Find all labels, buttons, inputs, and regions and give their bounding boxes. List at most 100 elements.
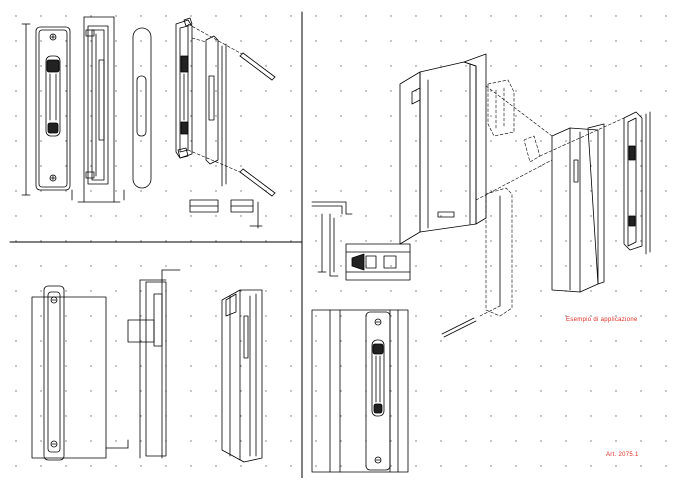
grid-dot xyxy=(665,65,667,67)
grid-dot xyxy=(665,465,667,467)
grid-dot xyxy=(615,240,617,242)
grid-dot xyxy=(65,65,67,67)
grid-dot xyxy=(40,265,42,267)
assembly-alignment-lines xyxy=(187,23,243,173)
grid-dot xyxy=(40,290,42,292)
grid-dot xyxy=(390,40,392,42)
grid-dot xyxy=(215,315,217,317)
grid-dot xyxy=(340,40,342,42)
grid-dot xyxy=(15,340,17,342)
grid-dot xyxy=(515,290,517,292)
grid-dot xyxy=(240,290,242,292)
section-detail-pair xyxy=(189,199,263,229)
grid-dot xyxy=(65,240,67,242)
grid-dot xyxy=(240,340,242,342)
grid-dot xyxy=(615,90,617,92)
grid-dot xyxy=(440,190,442,192)
grid-dot xyxy=(190,440,192,442)
grid-dot xyxy=(340,165,342,167)
grid-dot xyxy=(115,115,117,117)
grid-dot xyxy=(315,215,317,217)
grid-dot xyxy=(515,40,517,42)
grid-dot xyxy=(165,90,167,92)
grid-dot xyxy=(465,40,467,42)
grid-dot xyxy=(90,90,92,92)
grid-dot xyxy=(290,215,292,217)
grid-dot xyxy=(490,390,492,392)
grid-dot xyxy=(440,290,442,292)
grid-dot xyxy=(440,115,442,117)
grid-dot xyxy=(515,440,517,442)
grid-dot xyxy=(215,340,217,342)
grid-dot xyxy=(615,315,617,317)
grid-dot xyxy=(90,190,92,192)
grid-dot xyxy=(490,465,492,467)
grid-dot xyxy=(490,15,492,17)
grid-dot xyxy=(565,415,567,417)
grid-dot xyxy=(365,65,367,67)
grid-dot xyxy=(540,15,542,17)
grid-dot xyxy=(365,115,367,117)
grid-dot xyxy=(565,390,567,392)
grid-dot xyxy=(65,115,67,117)
grid-dot xyxy=(365,90,367,92)
grid-dot xyxy=(215,465,217,467)
grid-dot xyxy=(290,40,292,42)
grid-dot xyxy=(540,240,542,242)
grid-dot xyxy=(515,415,517,417)
grid-dot xyxy=(290,65,292,67)
handle-side-view xyxy=(71,16,125,203)
grid-dot xyxy=(390,65,392,67)
grid-dot xyxy=(565,365,567,367)
grid-dot xyxy=(465,15,467,17)
grid-dot xyxy=(590,365,592,367)
grid-dot xyxy=(590,115,592,117)
grid-dot xyxy=(290,290,292,292)
grid-dot xyxy=(15,15,17,17)
grid-dot xyxy=(140,40,142,42)
grid-dot xyxy=(490,365,492,367)
grid-dot xyxy=(40,90,42,92)
grid-dot xyxy=(565,265,567,267)
grid-dot xyxy=(315,290,317,292)
grid-dot xyxy=(140,115,142,117)
grid-dot xyxy=(365,215,367,217)
grid-dot xyxy=(190,340,192,342)
grid-dot xyxy=(140,290,142,292)
grid-dot xyxy=(265,15,267,17)
grid-dot xyxy=(190,390,192,392)
grid-dot xyxy=(540,440,542,442)
grid-dot xyxy=(415,65,417,67)
grid-dot xyxy=(540,215,542,217)
grid-dot xyxy=(465,465,467,467)
grid-dot xyxy=(590,340,592,342)
grid-dot xyxy=(565,465,567,467)
grid-dot xyxy=(515,115,517,117)
grid-dot xyxy=(415,190,417,192)
grid-dot xyxy=(140,15,142,17)
grid-dot xyxy=(40,165,42,167)
grid-dot xyxy=(40,365,42,367)
grid-dot xyxy=(140,365,142,367)
grid-dot xyxy=(290,340,292,342)
grid-dot xyxy=(290,240,292,242)
grid-dot xyxy=(615,365,617,367)
panel-dividers xyxy=(9,11,303,479)
grid-dot xyxy=(565,140,567,142)
mounted-front-view xyxy=(311,309,409,473)
grid-dot xyxy=(640,415,642,417)
grid-dot xyxy=(515,165,517,167)
grid-dot xyxy=(640,15,642,17)
grid-dot xyxy=(640,165,642,167)
grid-dot xyxy=(515,140,517,142)
grid-dot xyxy=(315,190,317,192)
grid-dot xyxy=(40,315,42,317)
grid-dot xyxy=(640,365,642,367)
grid-dot xyxy=(115,290,117,292)
grid-dot xyxy=(490,190,492,192)
handle-rear-view xyxy=(132,27,152,189)
grid-dot xyxy=(515,390,517,392)
grid-dot xyxy=(115,215,117,217)
article-code-label: Art. 2075.1 xyxy=(606,452,639,458)
grid-dot xyxy=(340,290,342,292)
